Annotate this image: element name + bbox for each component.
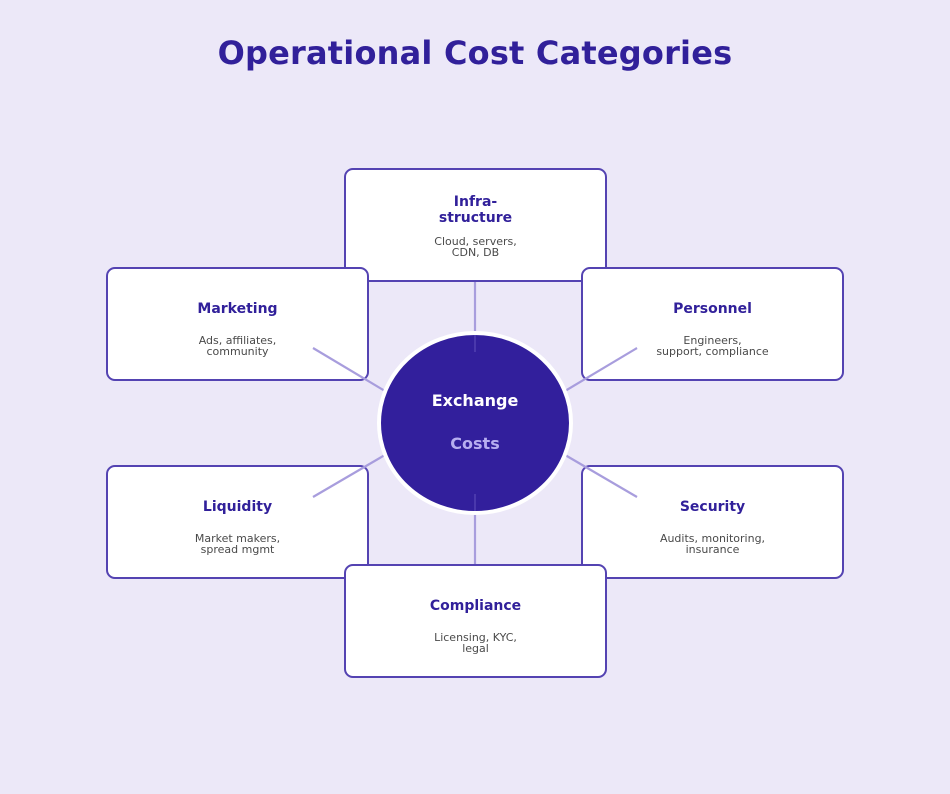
category-name: Liquidity <box>202 499 273 515</box>
category-description: Cloud, servers, CDN, DB <box>434 235 517 259</box>
category-description: Market makers, spread mgmt <box>194 532 281 556</box>
diagram-title: Operational Cost Categories <box>217 34 733 72</box>
category-name: Marketing <box>197 301 278 317</box>
connector-line-upper-right <box>559 347 638 395</box>
category-card-liquidity: Liquidity Market makers, spread mgmt <box>106 465 369 579</box>
category-card-infrastructure: Infra- structure Cloud, servers, CDN, DB <box>344 168 607 282</box>
category-card-marketing: Marketing Ads, affiliates, community <box>106 267 369 381</box>
category-description: Ads, affiliates, community <box>198 334 277 358</box>
hub-label-primary: Exchange <box>431 391 519 410</box>
category-card-personnel: Personnel Engineers, support, compliance <box>581 267 844 381</box>
category-name: Infra- structure <box>438 194 513 226</box>
connector-line-lower-right <box>559 451 638 498</box>
hub-circle <box>377 331 573 515</box>
category-description: Licensing, KYC, legal <box>434 631 517 655</box>
category-name: Security <box>679 499 746 515</box>
connector-line-upper-left <box>312 347 391 395</box>
hub-label-secondary: Costs <box>450 434 500 453</box>
category-card-compliance: Compliance Licensing, KYC, legal <box>344 564 607 678</box>
category-description: Audits, monitoring, insurance <box>659 532 766 556</box>
connector-line-lower-left <box>312 451 391 498</box>
category-description: Engineers, support, compliance <box>656 334 769 358</box>
category-name: Personnel <box>673 301 752 317</box>
category-card-security: Security Audits, monitoring, insurance <box>581 465 844 579</box>
category-name: Compliance <box>429 598 522 614</box>
